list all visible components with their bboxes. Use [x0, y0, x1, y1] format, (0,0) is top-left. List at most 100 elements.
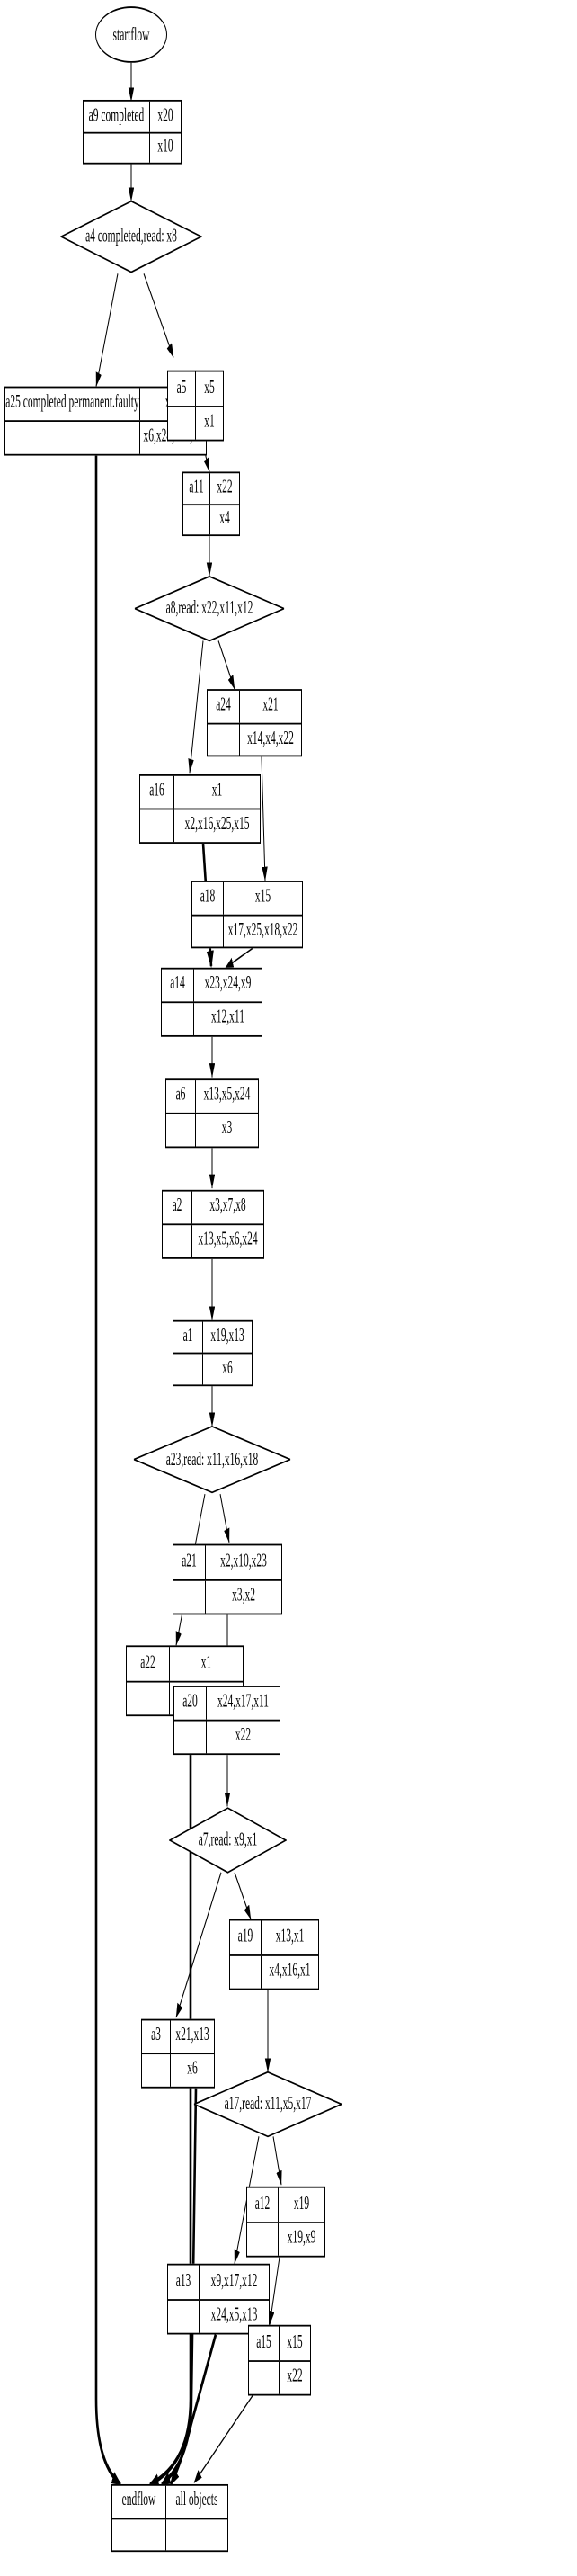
- node-a20-name: a20: [174, 1686, 207, 1720]
- node-a5-blank: [168, 406, 196, 440]
- node-a3-name: a3: [142, 2020, 171, 2053]
- node-a19-name: a19: [230, 1920, 262, 1954]
- node-a22-name: a22: [127, 1647, 170, 1680]
- node-a9-out: x20: [157, 105, 173, 125]
- node-endflow-blank: [112, 2518, 166, 2551]
- node-a24-name: a24: [208, 690, 240, 722]
- node-a17[interactable]: a17,read: x11,x5,x17: [193, 2071, 342, 2138]
- node-a22-out: x1: [200, 1652, 212, 1672]
- node-a16[interactable]: a16 x1 x2,x16,x25,x15: [139, 774, 261, 844]
- node-a15-in: x22: [287, 2366, 303, 2386]
- node-a20-out: x24,x17,x11: [217, 1692, 270, 1713]
- edge-a17-a12: [272, 2136, 282, 2186]
- node-a3-blank: [142, 2054, 171, 2087]
- node-a5-name: a5: [168, 371, 196, 406]
- edge-a13-endflow: [170, 2333, 217, 2486]
- node-a7[interactable]: a7,read: x9,x1: [169, 1806, 287, 1874]
- node-a13[interactable]: a13 x9,x17,x12 x24,x5,x13: [167, 2263, 270, 2335]
- node-a1-in: x6: [222, 1358, 233, 1378]
- node-a19[interactable]: a19 x13,x1 x4,x16,x1: [229, 1919, 319, 1990]
- node-a13-out: x9,x17,x12: [210, 2270, 258, 2291]
- node-a12-name: a12: [247, 2187, 279, 2222]
- edge-a4-a25: [95, 273, 119, 388]
- node-a24[interactable]: a24 x21 x14,x4,x22: [207, 689, 302, 757]
- node-endflow-out: all objects: [175, 2491, 218, 2510]
- node-a15-out: x15: [287, 2331, 303, 2352]
- node-a3-in: x6: [187, 2059, 198, 2080]
- edge-a15-endflow: [193, 2394, 253, 2483]
- node-a24-blank: [208, 723, 240, 756]
- node-a7-label: a7,read: x9,x1: [198, 1830, 258, 1850]
- node-a6-name: a6: [166, 1080, 196, 1113]
- node-a11[interactable]: a11 x22 x4: [182, 471, 240, 537]
- a17-diamond-shape: [193, 2071, 342, 2138]
- a8-diamond-shape: [134, 575, 285, 642]
- node-a1[interactable]: a1 x19,x13 x6: [173, 1319, 253, 1387]
- node-a13-blank: [168, 2300, 200, 2333]
- node-a2-blank: [163, 1225, 192, 1257]
- node-a18-out: x15: [254, 887, 271, 907]
- edge-a4-a5: [143, 273, 174, 358]
- node-a18-in: x17,x25,x18,x22: [227, 919, 298, 940]
- node-endflow-name: endflow: [112, 2485, 166, 2518]
- node-a12[interactable]: a12 x19 x19,x9: [246, 2186, 325, 2258]
- node-a22-blank: [127, 1681, 170, 1715]
- node-a14-in: x12,x11: [211, 1007, 244, 1028]
- node-a5-out: x5: [204, 377, 215, 398]
- node-startflow[interactable]: startflow: [95, 6, 167, 63]
- node-a14-name: a14: [162, 969, 194, 1002]
- node-a9-name: a9 completed: [84, 101, 150, 131]
- node-a13-name: a13: [168, 2265, 200, 2299]
- node-a2[interactable]: a2 x3,x7,x8 x13,x5,x6,x24: [162, 1189, 264, 1259]
- edge-a7-a3: [175, 1872, 222, 2018]
- node-a3[interactable]: a3 x21,x13 x6: [141, 2018, 215, 2089]
- node-a23[interactable]: a23,read: x11,x16,x18: [133, 1425, 291, 1494]
- node-a13-in: x24,x5,x13: [210, 2305, 258, 2325]
- node-a9[interactable]: a9 completed x20 x10: [83, 99, 182, 165]
- edge-a12-a15: [269, 2257, 280, 2326]
- node-a1-out: x19,x13: [210, 1326, 244, 1346]
- node-a11-out: x22: [217, 477, 233, 497]
- node-a21-out: x2,x10,x23: [220, 1551, 267, 1571]
- node-a25-name: a25 completed permanent.faulty: [5, 388, 140, 421]
- node-a9-blank: [84, 132, 150, 163]
- node-a6-out: x13,x5,x24: [203, 1085, 251, 1105]
- edge-a7-a19: [234, 1872, 252, 1920]
- node-a17-label: a17,read: x11,x5,x17: [224, 2094, 312, 2115]
- node-a21-name: a21: [173, 1545, 206, 1579]
- node-a4[interactable]: a4 completed,read: x8: [60, 200, 202, 273]
- node-a14[interactable]: a14 x23,x24,x9 x12,x11: [161, 967, 262, 1037]
- node-a21[interactable]: a21 x2,x10,x23 x3,x2: [173, 1543, 282, 1615]
- node-a14-out: x23,x24,x9: [204, 974, 252, 994]
- edge-a23-a21: [219, 1493, 230, 1543]
- edge-a18-a14: [225, 947, 253, 969]
- node-a6-in: x3: [221, 1119, 233, 1139]
- node-a11-blank: [183, 505, 210, 535]
- node-a12-in: x19,x9: [287, 2228, 316, 2248]
- a4-diamond-shape: [60, 200, 202, 273]
- node-a8-label: a8,read: x22,x11,x12: [165, 598, 253, 619]
- node-a15[interactable]: a15 x15 x22: [248, 2324, 311, 2396]
- node-a12-out: x19: [293, 2193, 310, 2214]
- node-a20[interactable]: a20 x24,x17,x11 x22: [173, 1686, 280, 1756]
- node-a9-in: x10: [157, 137, 173, 157]
- node-endflow-in: [166, 2518, 227, 2550]
- node-a6[interactable]: a6 x13,x5,x24 x3: [165, 1078, 259, 1149]
- node-a5[interactable]: a5 x5 x1: [167, 370, 224, 442]
- node-endflow[interactable]: endflow all objects: [111, 2483, 228, 2553]
- node-a20-blank: [174, 1721, 207, 1754]
- node-a14-blank: [162, 1003, 194, 1035]
- node-a25-blank: [5, 421, 140, 454]
- edge-a8-a16: [188, 640, 204, 774]
- node-a3-out: x21,x13: [175, 2026, 209, 2045]
- node-a18[interactable]: a18 x15 x17,x25,x18,x22: [191, 881, 303, 949]
- a23-diamond-shape: [133, 1425, 291, 1494]
- edge-a25-endflow: [94, 455, 122, 2487]
- node-a8[interactable]: a8,read: x22,x11,x12: [134, 575, 285, 642]
- node-a11-name: a11: [183, 473, 210, 504]
- node-a24-out: x21: [262, 695, 279, 715]
- edge-a8-a24: [217, 640, 235, 690]
- node-a6-blank: [166, 1114, 196, 1147]
- node-a2-name: a2: [163, 1191, 192, 1224]
- node-a11-in: x4: [219, 508, 230, 529]
